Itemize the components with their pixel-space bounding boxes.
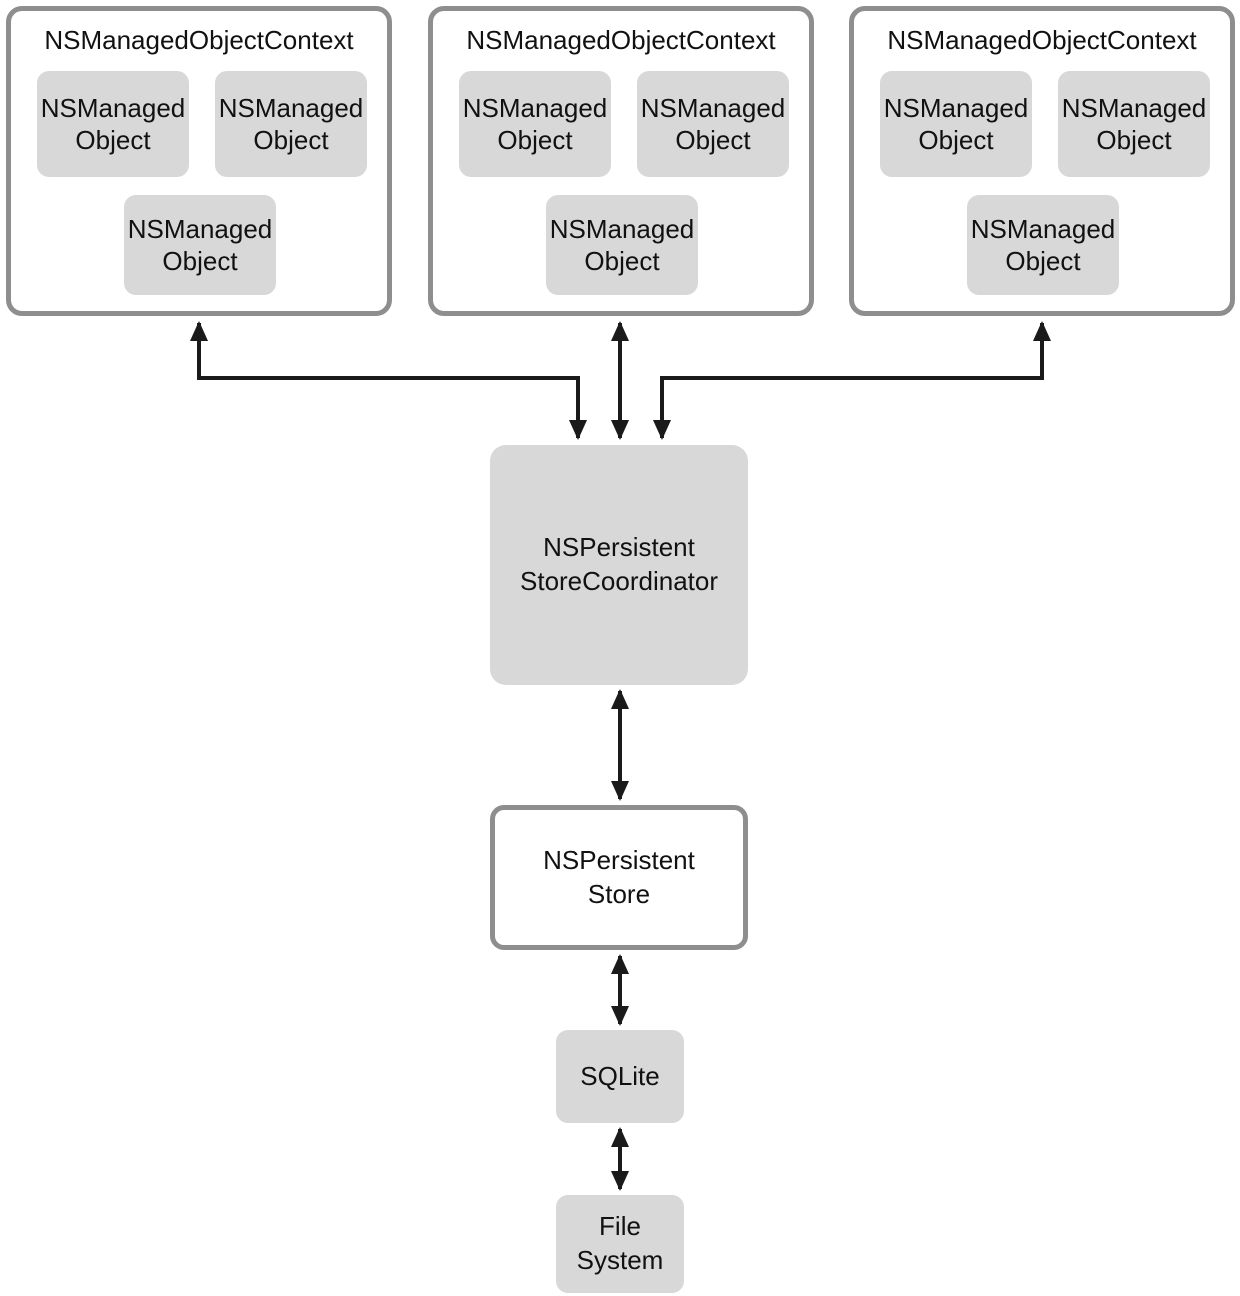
arrow-right-context-to-coordinator <box>653 321 1051 440</box>
managed-object-context-box-1: NSManagedObjectContext NSManaged Object … <box>6 6 392 316</box>
managed-object-context-box-2: NSManagedObjectContext NSManaged Object … <box>428 6 814 316</box>
persistent-store-node: NSPersistent Store <box>490 805 748 950</box>
managed-object-node: NSManaged Object <box>459 71 611 177</box>
managed-object-node: NSManaged Object <box>546 195 698 295</box>
managed-object-node: NSManaged Object <box>637 71 789 177</box>
managed-object-node: NSManaged Object <box>880 71 1032 177</box>
managed-object-node: NSManaged Object <box>967 195 1119 295</box>
file-system-node: File System <box>556 1195 684 1293</box>
persistent-store-coordinator-node: NSPersistent StoreCoordinator <box>490 445 748 685</box>
managed-object-node: NSManaged Object <box>37 71 189 177</box>
context-title: NSManagedObjectContext <box>44 25 354 55</box>
managed-object-node: NSManaged Object <box>1058 71 1210 177</box>
context-title: NSManagedObjectContext <box>887 25 1197 55</box>
managed-object-node: NSManaged Object <box>215 71 367 177</box>
context-title: NSManagedObjectContext <box>466 25 776 55</box>
sqlite-node: SQLite <box>556 1030 684 1123</box>
managed-object-node: NSManaged Object <box>124 195 276 295</box>
managed-object-context-box-3: NSManagedObjectContext NSManaged Object … <box>849 6 1235 316</box>
arrow-left-context-to-coordinator <box>190 321 587 440</box>
